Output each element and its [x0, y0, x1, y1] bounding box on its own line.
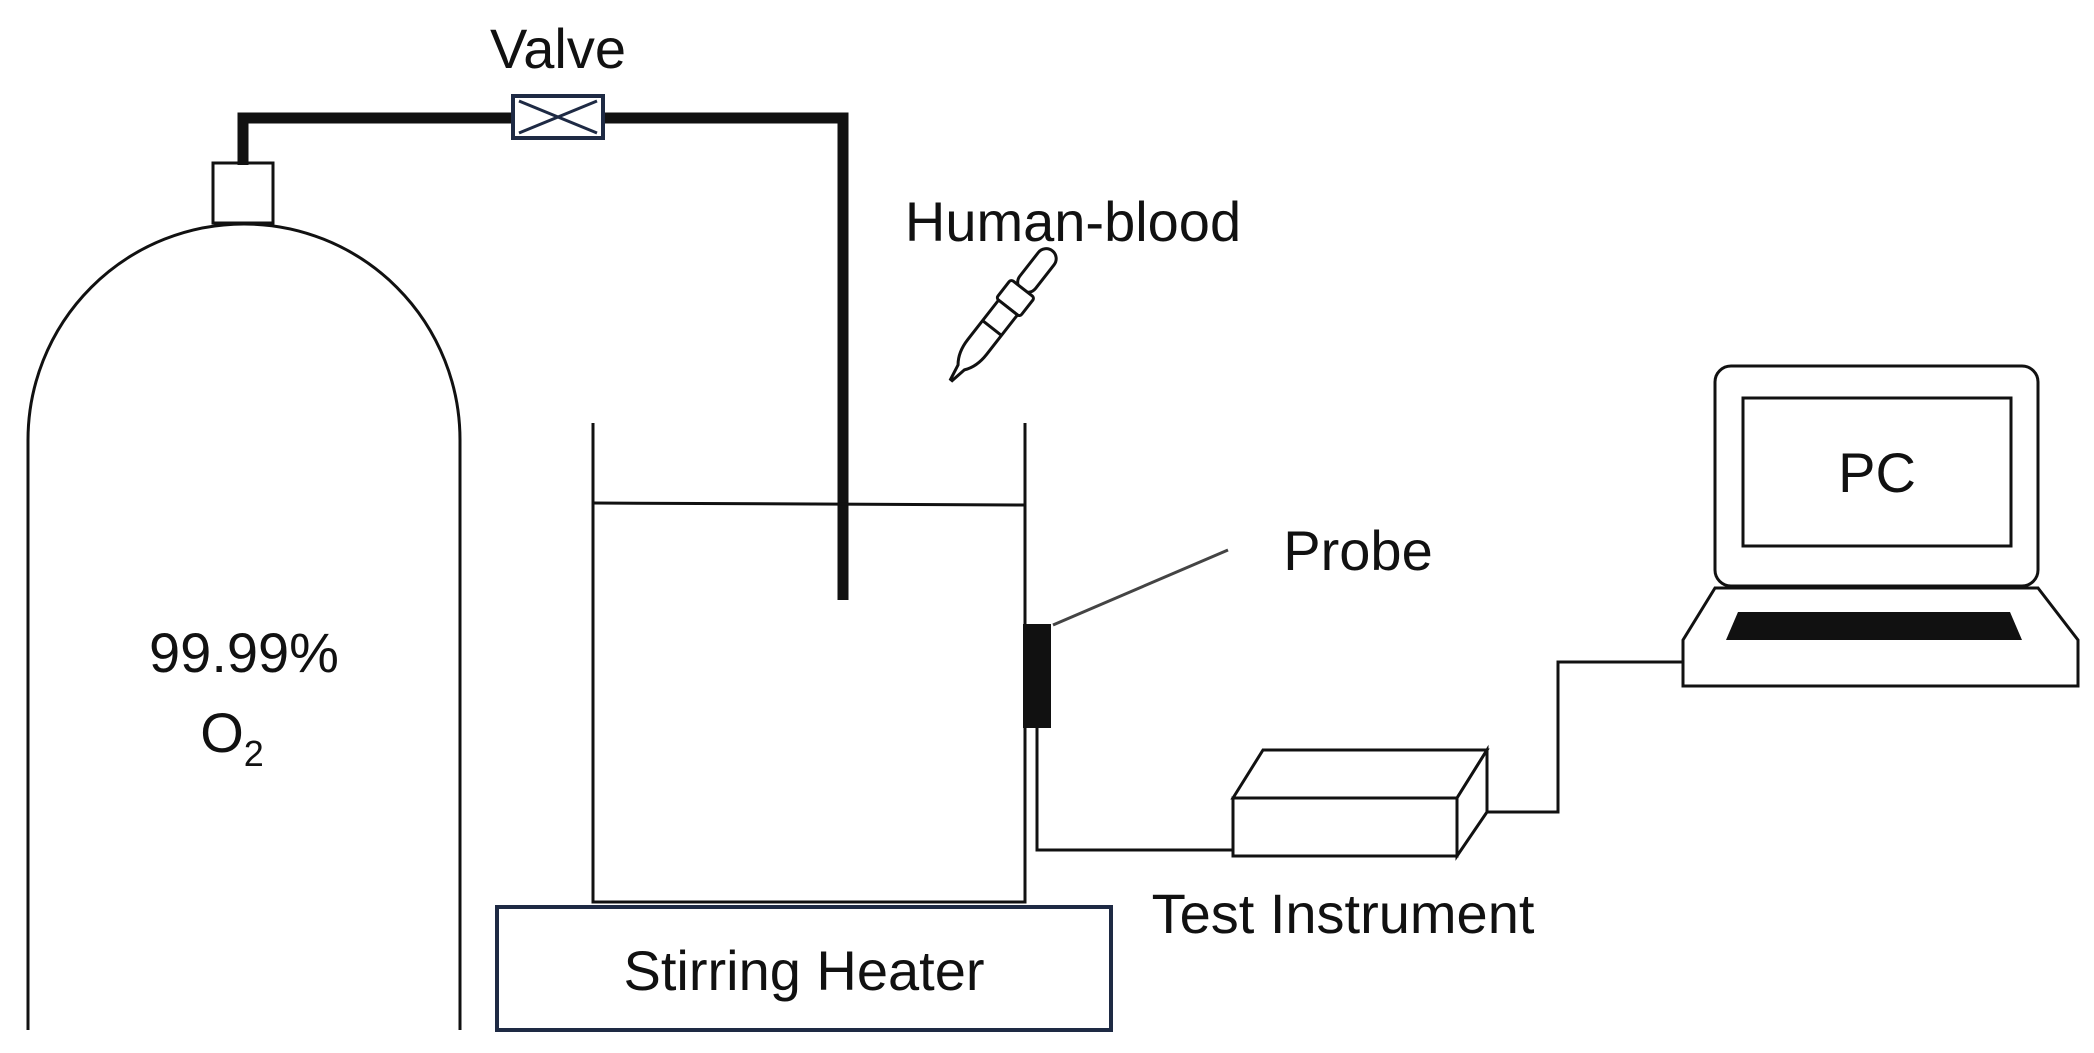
- oxygen-cylinder: 99.99% O2: [26, 161, 462, 1030]
- probe-label: Probe: [1283, 519, 1432, 582]
- human-blood-label: Human-blood: [905, 190, 1241, 253]
- cylinder-gas-subscript: 2: [244, 733, 264, 774]
- probe-leader-line: [1052, 548, 1229, 627]
- cylinder-neck: [211, 161, 275, 225]
- stirring-heater: Stirring Heater: [495, 905, 1113, 1032]
- probe-sensor: [1023, 624, 1051, 728]
- dropper-mark: [981, 319, 1003, 337]
- valve[interactable]: [511, 94, 605, 140]
- gas-supply-pipe: Valve: [237, 17, 849, 600]
- laptop-screen: [1741, 396, 2013, 548]
- stirring-heater-label: Stirring Heater: [623, 939, 984, 1002]
- cylinder-gas-symbol: O: [200, 701, 244, 764]
- dropper: Human-blood: [905, 190, 1241, 383]
- valve-cross-b: [518, 99, 598, 135]
- test-instrument-label: Test Instrument: [1152, 882, 1535, 945]
- laptop-pc: PC: [1681, 364, 2080, 688]
- cylinder-purity-label: 99.99%: [149, 621, 339, 684]
- pipe-line: [237, 112, 849, 600]
- stirring-heater-box: [495, 905, 1113, 1032]
- dropper-tube: [948, 298, 1020, 383]
- beaker-walls: [591, 423, 1027, 904]
- instrument-top: [1230, 748, 1490, 800]
- liquid-level: [592, 501, 1026, 507]
- test-instrument: Test Instrument: [1152, 744, 1535, 945]
- pc-cable: [1487, 660, 1683, 814]
- probe-cable: [1035, 728, 1233, 852]
- laptop-keyboard: [1726, 612, 2022, 640]
- valve-label: Valve: [490, 17, 626, 80]
- probe: Probe: [1023, 519, 1433, 728]
- pc-label: PC: [1838, 441, 1916, 504]
- beaker: [591, 423, 1027, 904]
- instrument-front: [1231, 796, 1459, 858]
- cylinder-gas-label: O2: [200, 701, 264, 774]
